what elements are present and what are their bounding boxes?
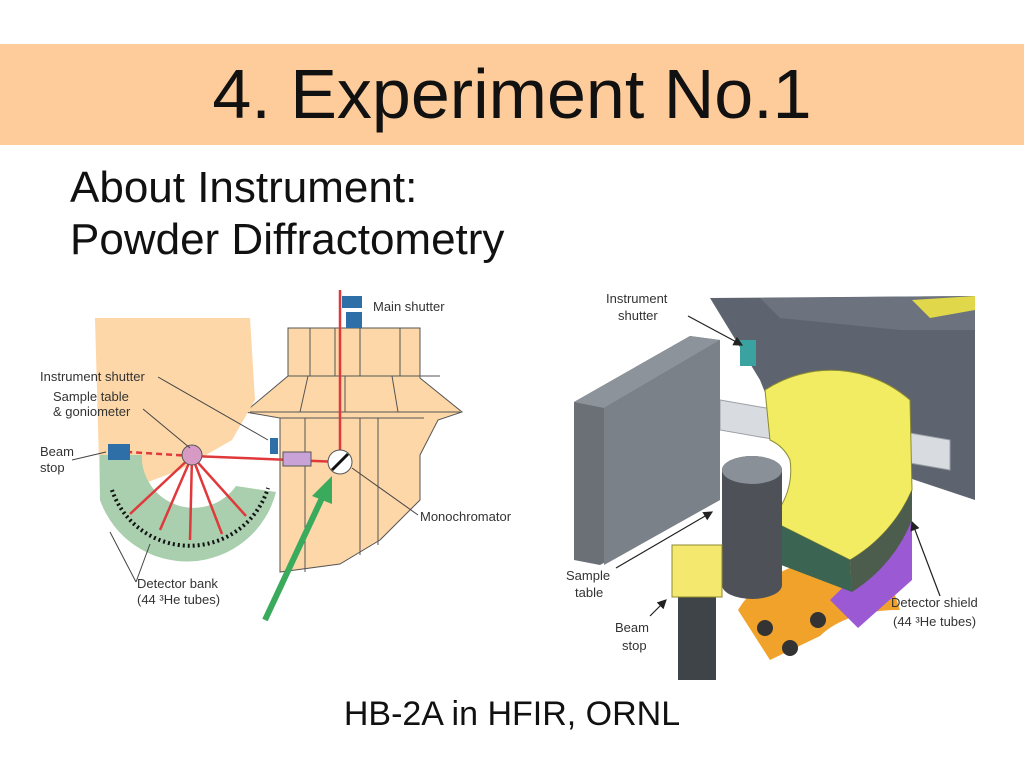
beam-paths xyxy=(127,290,342,541)
render-label-instrument-shutter-line2: shutter xyxy=(618,308,658,323)
monochromator-housing xyxy=(243,327,464,573)
sample-table-3d xyxy=(722,456,782,599)
label-instrument-shutter: Instrument shutter xyxy=(40,369,145,384)
main-shutter-body xyxy=(346,312,362,328)
figure-caption: HB-2A in HFIR, ORNL xyxy=(343,695,681,733)
label-detector-bank-line1: Detector bank xyxy=(137,576,218,591)
title-band xyxy=(0,44,1024,145)
label-main-shutter: Main shutter xyxy=(373,299,445,314)
render-label-beam-stop-line1: Beam xyxy=(615,620,649,635)
detector-shield-side xyxy=(768,520,852,592)
sample-table xyxy=(181,444,203,466)
label-beam-stop-line2: stop xyxy=(40,460,65,475)
collimator xyxy=(282,451,312,467)
label-sample-table-line2: & goniometer xyxy=(53,404,131,419)
render-label-beam-stop-line2: stop xyxy=(622,638,647,653)
label-sample-table-line1: Sample table xyxy=(53,389,129,404)
render-label-detector-shield-line2: (44 ³He tubes) xyxy=(893,614,976,629)
render-label-sample-table-line2: table xyxy=(575,585,603,600)
detector-shield xyxy=(764,369,913,561)
label-beam-stop-line1: Beam xyxy=(40,444,74,459)
instrument-render: Instrument shutter Sample table Beam sto… xyxy=(566,291,978,680)
shielding-wedge xyxy=(95,318,255,500)
render-label-detector-shield-line1: Detector shield xyxy=(891,595,978,610)
instrument-shutter-3d xyxy=(740,340,756,366)
label-monochromator: Monochromator xyxy=(420,509,512,524)
subtitle-line-2: Powder Diffractometry xyxy=(70,215,505,264)
beam-stop-3d xyxy=(678,590,716,680)
render-label-instrument-shutter-line1: Instrument xyxy=(606,291,668,306)
label-detector-bank-line2: (44 ³He tubes) xyxy=(137,592,220,607)
detector-tube-row xyxy=(110,487,270,548)
leader-lines xyxy=(71,376,419,583)
housing-grid xyxy=(250,328,460,572)
beam-stop xyxy=(108,444,130,460)
instrument-shutter xyxy=(270,438,278,454)
render-leader-lines xyxy=(615,315,941,617)
subtitle-line-1: About Instrument: xyxy=(70,163,418,212)
schematic-diagram: Main shutter Instrument shutter Sample t… xyxy=(40,290,512,622)
pointer-arrow xyxy=(262,476,332,622)
main-shutter-top xyxy=(342,296,362,308)
slide-title: 4. Experiment No.1 xyxy=(212,55,812,133)
beam-stop-head xyxy=(671,544,723,598)
render-label-sample-table-line1: Sample xyxy=(566,568,610,583)
subtitle: About Instrument: Powder Diffractometry xyxy=(70,162,504,266)
